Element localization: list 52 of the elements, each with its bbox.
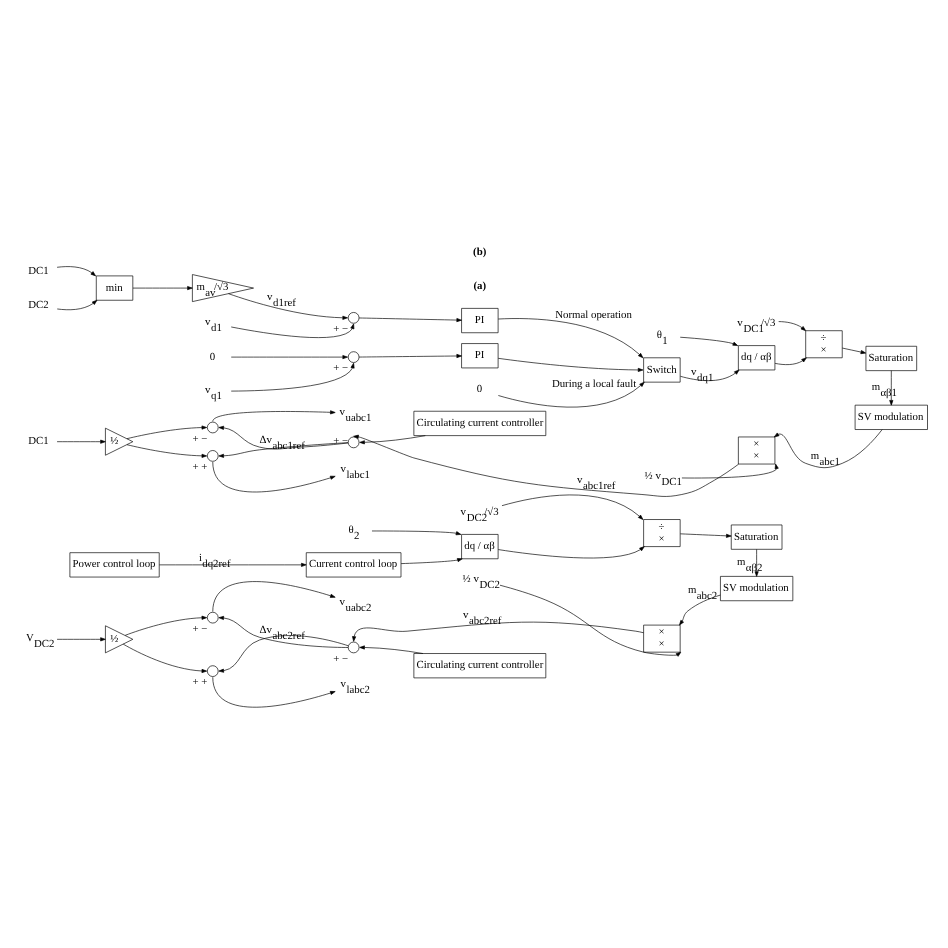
arrow xyxy=(132,286,193,291)
arrow xyxy=(774,357,807,365)
arrow xyxy=(681,463,779,479)
arrow xyxy=(358,354,462,358)
arrow xyxy=(228,293,348,320)
arrow xyxy=(498,381,645,408)
arrow xyxy=(501,494,644,520)
node-circle xyxy=(207,421,219,434)
arrow xyxy=(218,442,349,458)
node-circle xyxy=(207,611,219,624)
arrow xyxy=(497,546,645,559)
arrow xyxy=(218,425,349,450)
arrow xyxy=(212,410,336,422)
arrow xyxy=(499,584,682,657)
arrow xyxy=(680,533,732,538)
arrow xyxy=(126,444,207,458)
arrow xyxy=(359,435,426,445)
arrow xyxy=(358,317,462,323)
arrow xyxy=(218,635,349,673)
node-circle xyxy=(347,312,360,324)
node-circle xyxy=(347,641,360,654)
arrow xyxy=(126,425,207,439)
arrow xyxy=(212,461,336,493)
arrow xyxy=(679,594,721,626)
arrow xyxy=(230,362,355,392)
arrow xyxy=(778,321,807,332)
arrow xyxy=(773,429,883,469)
arrow xyxy=(159,562,307,567)
arrow xyxy=(124,615,207,636)
arrow xyxy=(842,347,867,355)
arrow xyxy=(212,581,336,612)
node-circle xyxy=(207,450,219,462)
arrow xyxy=(497,358,644,372)
node-circle xyxy=(347,351,360,363)
arrow xyxy=(353,434,739,497)
arrow xyxy=(122,643,207,673)
arrow xyxy=(400,558,463,564)
arrow xyxy=(56,299,98,311)
arrow xyxy=(371,530,462,536)
arrow xyxy=(230,323,355,338)
node-circle xyxy=(207,665,219,677)
arrow xyxy=(352,621,644,642)
arrow xyxy=(212,676,336,708)
arrow xyxy=(359,645,424,654)
arrow xyxy=(56,266,96,277)
arrow xyxy=(218,615,349,648)
arrow xyxy=(497,318,644,359)
arrow xyxy=(56,637,106,642)
arrow xyxy=(230,355,348,360)
arrow xyxy=(889,370,894,406)
arrow xyxy=(679,336,739,346)
arrow xyxy=(56,439,106,444)
